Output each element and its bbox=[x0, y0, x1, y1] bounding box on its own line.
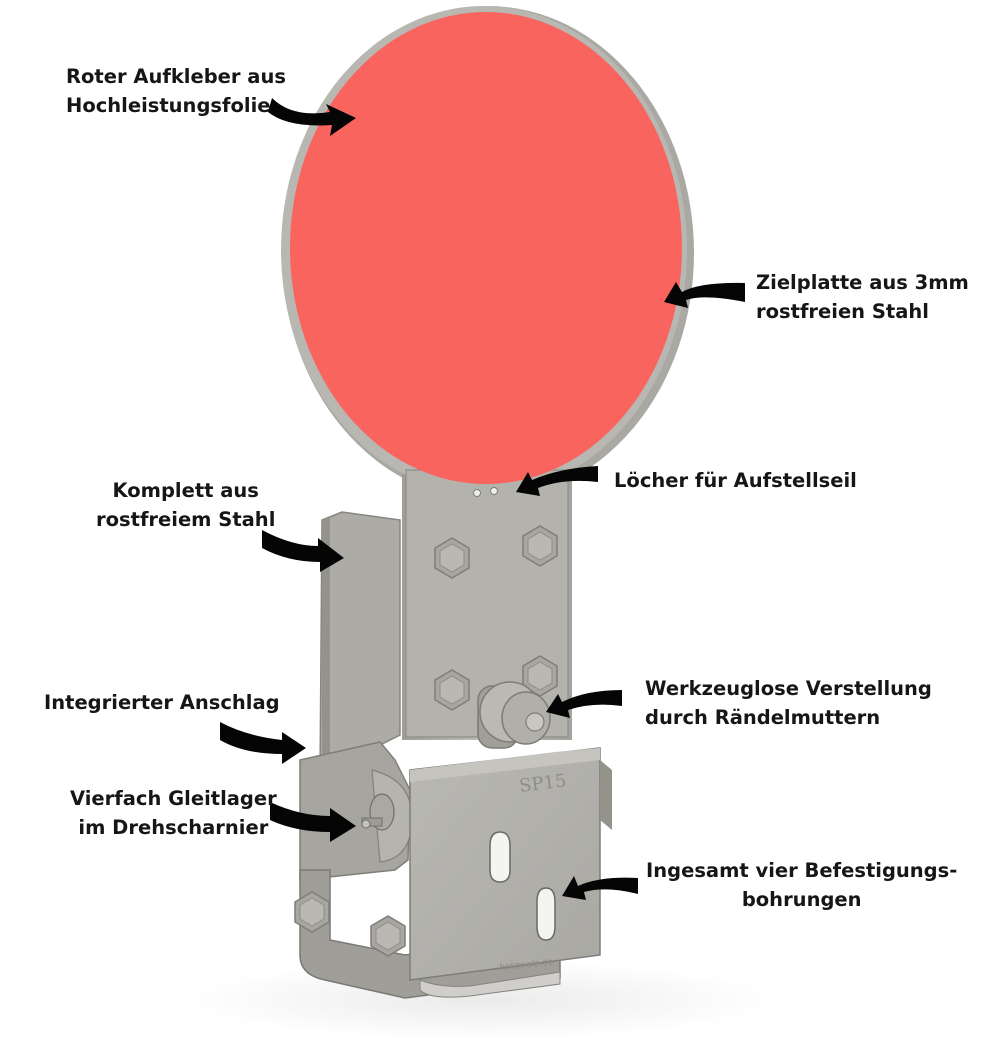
callout-line: Komplett aus bbox=[112, 479, 259, 502]
rear-arm-edge bbox=[322, 516, 330, 800]
callout-line: Roter Aufkleber aus bbox=[66, 65, 286, 88]
callout-line: Vierfach Gleitlager bbox=[70, 787, 277, 810]
callout-line: rostfreien Stahl bbox=[756, 300, 929, 323]
callout-steel: Komplett aus rostfreiem Stahl bbox=[96, 476, 275, 534]
callout-line: bohrungen bbox=[741, 888, 862, 911]
callout-line: Ingesamt vier Befestigungs- bbox=[646, 859, 958, 882]
curved-arrow-icon bbox=[220, 98, 745, 900]
callout-adjust: Werkzeuglose Verstellung durch Rändelmut… bbox=[645, 674, 932, 732]
callout-stop: Integrierter Anschlag bbox=[44, 688, 280, 717]
callout-line: Werkzeuglose Verstellung bbox=[645, 677, 932, 700]
wing-nut bbox=[361, 793, 395, 831]
callout-sticker: Roter Aufkleber aus Hochleistungsfolie bbox=[66, 62, 286, 120]
rope-hole bbox=[473, 489, 481, 497]
callout-line: im Drehscharnier bbox=[78, 816, 269, 839]
callout-holes: Löcher für Aufstellseil bbox=[614, 466, 857, 495]
callout-line: rostfreiem Stahl bbox=[96, 508, 276, 531]
callout-line: durch Rändelmuttern bbox=[645, 706, 881, 729]
callout-mounting: Ingesamt vier Befestigungs- bohrungen bbox=[646, 856, 957, 914]
callout-plate: Zielplatte aus 3mm rostfreien Stahl bbox=[756, 268, 969, 326]
keyhole-slot bbox=[536, 887, 556, 941]
callout-line: Zielplatte aus 3mm bbox=[756, 271, 969, 294]
callout-line: Hochleistungsfolie bbox=[66, 94, 271, 117]
red-sticker bbox=[290, 12, 682, 484]
knurled-nut bbox=[477, 681, 551, 749]
keyhole-slot bbox=[489, 831, 511, 883]
callout-bearing: Vierfach Gleitlager im Drehscharnier bbox=[70, 784, 277, 842]
callout-line: Integrierter Anschlag bbox=[44, 691, 280, 714]
rope-hole bbox=[490, 487, 498, 495]
callout-line: Löcher für Aufstellseil bbox=[614, 469, 857, 492]
